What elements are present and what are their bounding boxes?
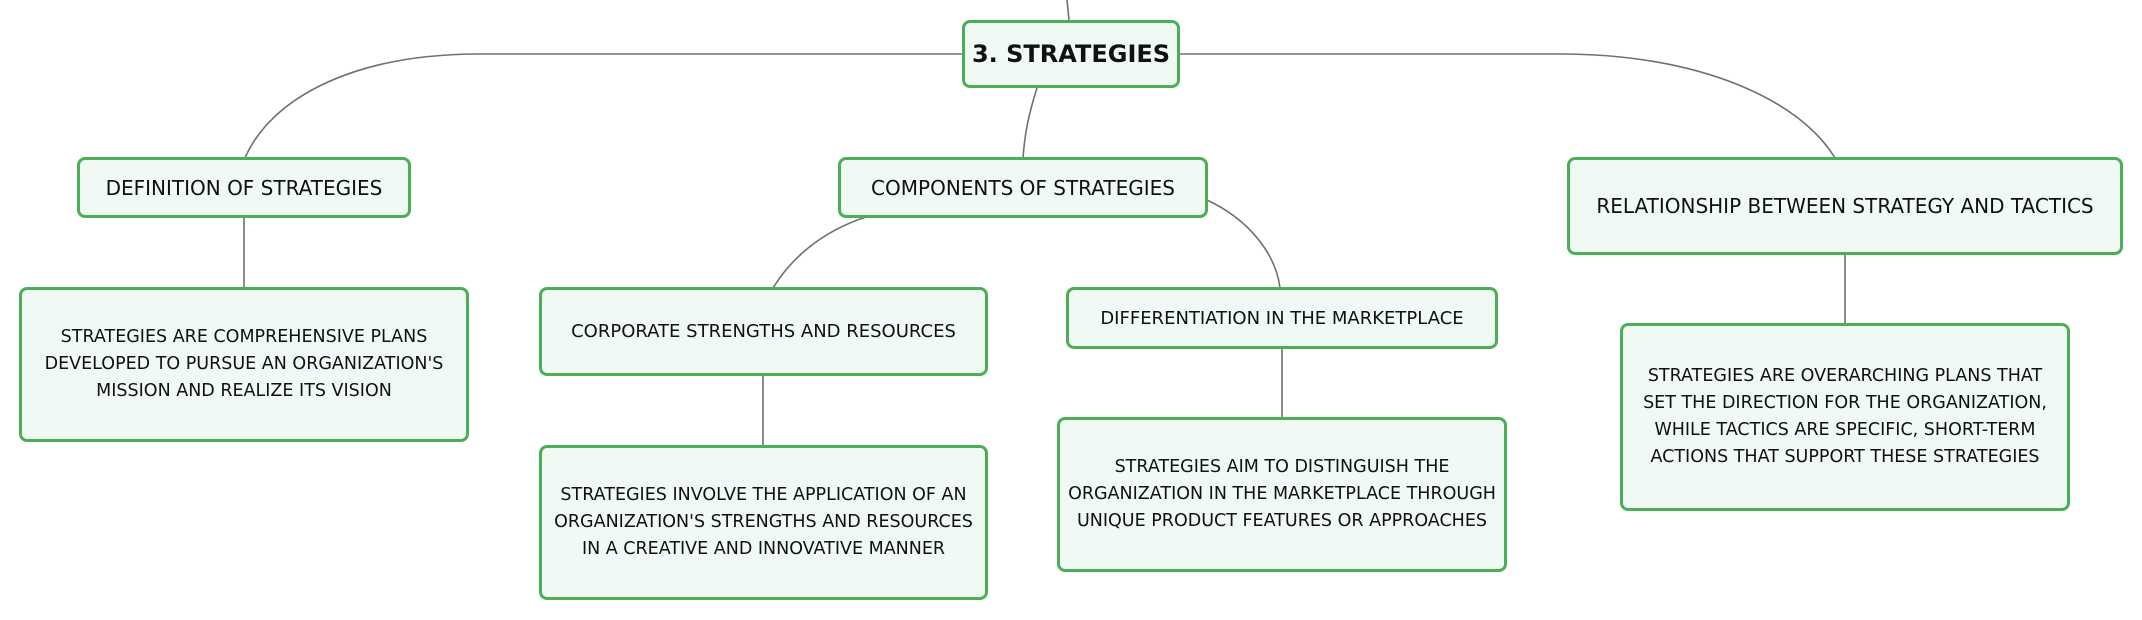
connector-parent-stub [1066, 0, 1070, 21]
branch-relationship-node[interactable]: RELATIONSHIP BETWEEN STRATEGY AND TACTIC… [1567, 157, 2123, 255]
branch-definition-node[interactable]: DEFINITION OF STRATEGIES [77, 157, 411, 218]
connector-root-to-components [1022, 87, 1038, 159]
connector-components-to-corporate [772, 216, 867, 289]
differentiation-description-node[interactable]: STRATEGIES AIM TO DISTINGUISH THE ORGANI… [1057, 417, 1507, 572]
connector-components-to-differentiation [1206, 199, 1281, 289]
branch-components-node[interactable]: COMPONENTS OF STRATEGIES [838, 157, 1208, 218]
corporate-strengths-description-node[interactable]: STRATEGIES INVOLVE THE APPLICATION OF AN… [539, 445, 988, 600]
connector-root-to-relationship [1180, 53, 1836, 159]
differentiation-node[interactable]: DIFFERENTIATION IN THE MARKETPLACE [1066, 287, 1498, 349]
definition-description-node[interactable]: STRATEGIES ARE COMPREHENSIVE PLANS DEVEL… [19, 287, 469, 442]
connector-root-to-definition [244, 53, 962, 159]
relationship-description-node[interactable]: STRATEGIES ARE OVERARCHING PLANS THAT SE… [1620, 323, 2070, 511]
root-node[interactable]: 3. STRATEGIES [962, 20, 1180, 88]
corporate-strengths-node[interactable]: CORPORATE STRENGTHS AND RESOURCES [539, 287, 988, 376]
